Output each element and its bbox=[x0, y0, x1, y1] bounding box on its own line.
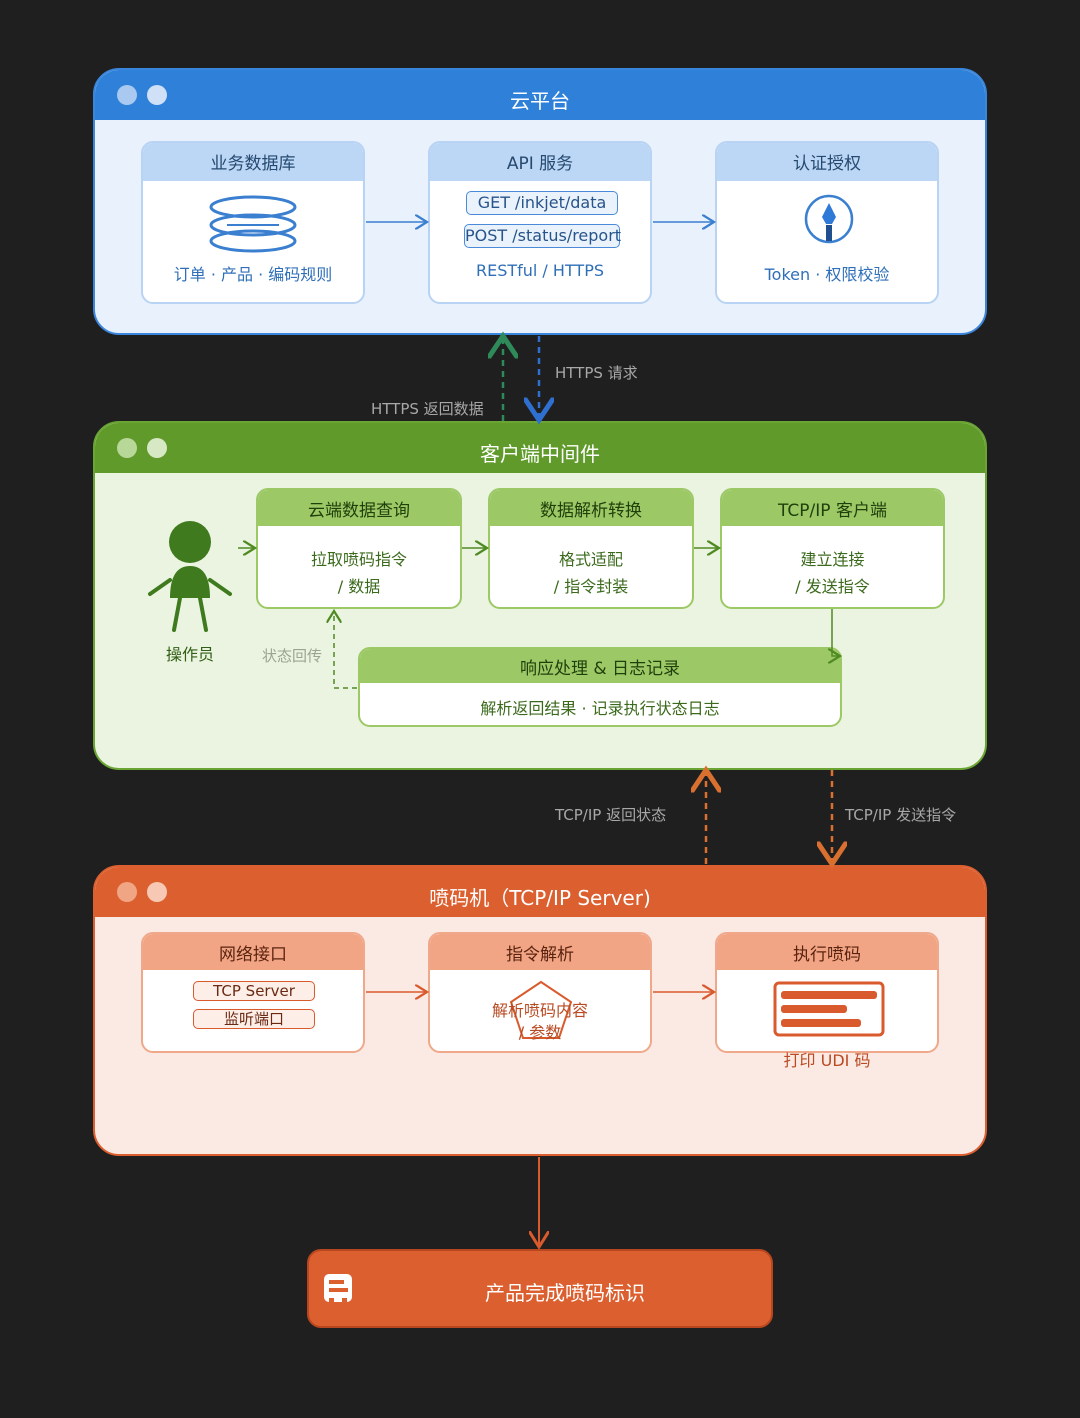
status-back-label: 状态回传 bbox=[262, 647, 323, 665]
window-dot-2 bbox=[147, 882, 167, 902]
middleware-title: 客户端中间件 bbox=[480, 442, 600, 466]
cloud-query-title: 云端数据查询 bbox=[258, 490, 460, 526]
printer-title: 喷码机（TCP/IP Server) bbox=[429, 886, 651, 910]
execute-print-title: 执行喷码 bbox=[717, 934, 937, 970]
auth-card-title: 认证授权 bbox=[717, 143, 937, 181]
api-service-card-title: API 服务 bbox=[430, 143, 650, 181]
database-desc: 订单 · 产品 · 编码规则 bbox=[173, 265, 333, 284]
https-request-label: HTTPS 请求 bbox=[555, 364, 638, 382]
label-icon bbox=[324, 1274, 352, 1304]
window-dot-2 bbox=[147, 85, 167, 105]
cloud-platform-header: 云平台 bbox=[95, 70, 985, 120]
tcp-send-label: TCP/IP 发送指令 bbox=[845, 806, 957, 824]
middleware-header: 客户端中间件 bbox=[95, 423, 985, 473]
get-endpoint-chip: GET /inkjet/data bbox=[466, 191, 618, 215]
tcp-client-card: TCP/IP 客户端 建立连接 / 发送指令 bbox=[720, 488, 945, 609]
pentagon-icon bbox=[509, 980, 573, 1039]
database-card: 业务数据库 订单 · 产品 · 编码规则 bbox=[141, 141, 365, 304]
tcp-server-chip: TCP Server bbox=[193, 981, 315, 1001]
data-parse-line1: 格式适配 bbox=[558, 550, 623, 569]
response-log-card: 响应处理 & 日志记录 解析返回结果 · 记录执行状态日志 bbox=[358, 647, 842, 727]
data-parse-line2: / 指令封装 bbox=[553, 577, 629, 596]
result-banner: 产品完成喷码标识 bbox=[307, 1249, 773, 1328]
database-card-title: 业务数据库 bbox=[143, 143, 363, 181]
execute-print-desc: 打印 UDI 码 bbox=[783, 1051, 871, 1070]
pen-nib-icon bbox=[804, 194, 854, 244]
command-parse-title: 指令解析 bbox=[430, 934, 650, 970]
tcp-client-line2: / 发送指令 bbox=[795, 577, 870, 596]
window-dot-1 bbox=[117, 882, 137, 902]
window-dot-1 bbox=[117, 85, 137, 105]
cloud-query-card: 云端数据查询 拉取喷码指令 / 数据 bbox=[256, 488, 462, 609]
listen-port-chip: 监听端口 bbox=[193, 1009, 315, 1029]
command-parse-line2: / 参数 bbox=[518, 1023, 562, 1042]
window-dot-1 bbox=[117, 438, 137, 458]
https-return-label: HTTPS 返回数据 bbox=[371, 400, 484, 418]
response-log-desc: 解析返回结果 · 记录执行状态日志 bbox=[480, 699, 720, 718]
tcp-client-title: TCP/IP 客户端 bbox=[722, 490, 943, 526]
tcp-return-label: TCP/IP 返回状态 bbox=[555, 806, 667, 824]
auth-desc: Token · 权限校验 bbox=[764, 265, 890, 284]
api-protocol: RESTful / HTTPS bbox=[475, 261, 605, 280]
person-icon bbox=[148, 521, 232, 632]
printer-header: 喷码机（TCP/IP Server) bbox=[95, 867, 985, 917]
command-parse-line1: 解析喷码内容 bbox=[491, 1001, 588, 1020]
response-log-title: 响应处理 & 日志记录 bbox=[360, 649, 840, 683]
auth-card: 认证授权 Token · 权限校验 bbox=[715, 141, 939, 304]
api-service-card: API 服务 GET /inkjet/data POST /status/rep… bbox=[428, 141, 652, 304]
tcp-client-line1: 建立连接 bbox=[800, 550, 865, 569]
post-endpoint-chip: POST /status/report bbox=[464, 224, 621, 248]
result-label: 产品完成喷码标识 bbox=[485, 1281, 645, 1305]
database-icon bbox=[209, 195, 297, 253]
network-interface-card: 网络接口 TCP Server 监听端口 bbox=[141, 932, 365, 1053]
cloud-platform-title: 云平台 bbox=[510, 89, 570, 113]
data-parse-title: 数据解析转换 bbox=[490, 490, 692, 526]
command-parse-card: 指令解析 解析喷码内容 / 参数 bbox=[428, 932, 652, 1053]
cloud-query-line1: 拉取喷码指令 bbox=[310, 550, 407, 569]
data-parse-card: 数据解析转换 格式适配 / 指令封装 bbox=[488, 488, 694, 609]
cloud-query-line2: / 数据 bbox=[337, 577, 381, 596]
operator-label: 操作员 bbox=[165, 645, 214, 664]
window-dot-2 bbox=[147, 438, 167, 458]
printer-lines-icon bbox=[773, 981, 885, 1037]
execute-print-card: 执行喷码 打印 UDI 码 bbox=[715, 932, 939, 1070]
network-interface-title: 网络接口 bbox=[143, 934, 363, 970]
